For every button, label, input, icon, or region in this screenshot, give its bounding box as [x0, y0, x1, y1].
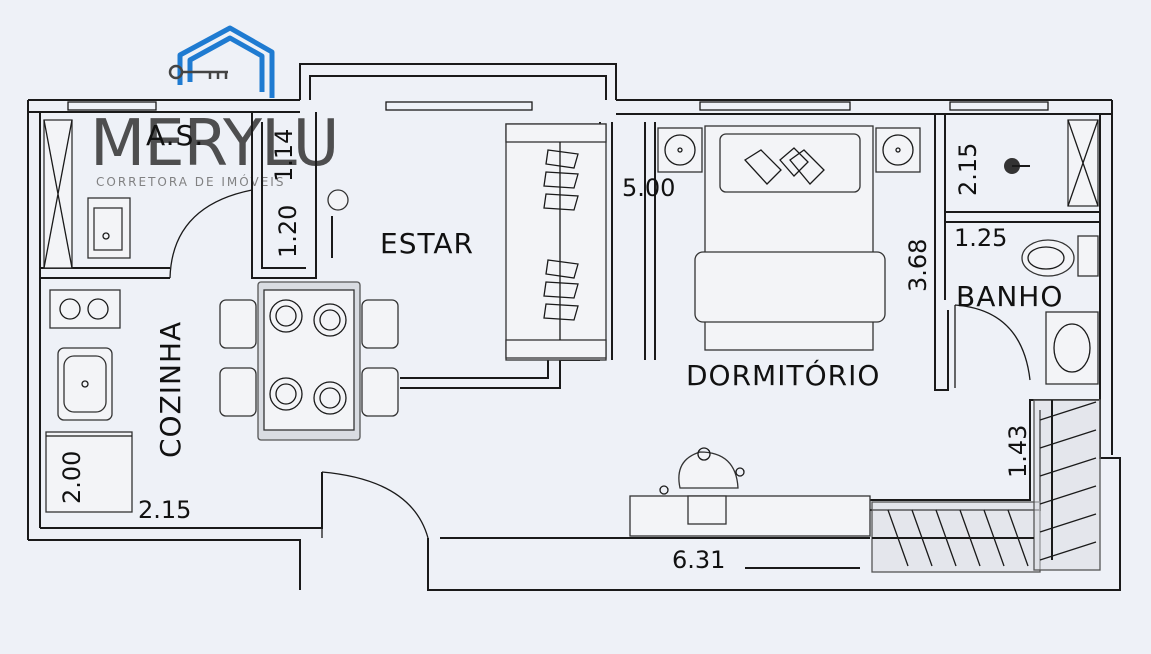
- dim-banho-width: 1.25: [954, 224, 1007, 252]
- desk-lamp: [678, 451, 739, 489]
- top-windows: [67, 101, 1049, 111]
- sofa: [505, 123, 607, 361]
- exterior-walls: [27, 63, 1121, 591]
- dim-estar-width: 5.00: [622, 174, 675, 202]
- room-label-as: A.S.: [146, 119, 204, 152]
- dim-dormitorio-depth: 3.68: [904, 239, 932, 292]
- refrigerator: [45, 431, 133, 513]
- toilet-tank: [1077, 235, 1099, 277]
- dining-table: [219, 281, 399, 441]
- drain-icon: [327, 189, 349, 211]
- key-icon: [168, 64, 228, 80]
- logo-name: MERYLU: [90, 107, 338, 181]
- closet: [871, 399, 1101, 573]
- logo-tagline: CORRETORA DE IMÓVEIS: [96, 174, 285, 189]
- logo-house-icon: [177, 25, 275, 98]
- room-label-estar: ESTAR: [380, 227, 474, 260]
- dim-as-depth: 1.20: [274, 205, 302, 258]
- laundry-area: [43, 119, 349, 269]
- desk-chair: [687, 495, 727, 525]
- doors: [169, 189, 1031, 539]
- room-label-dormitorio: DORMITÓRIO: [686, 358, 880, 392]
- desk: [629, 447, 871, 537]
- dim-hall-depth: 1.43: [1004, 425, 1032, 478]
- logo: MERYLU CORRETORA DE IMÓVEIS: [90, 25, 339, 189]
- cooktop: [49, 289, 121, 329]
- dim-banho-top: 2.15: [954, 143, 982, 196]
- room-label-cozinha: COZINHA: [154, 321, 187, 458]
- bathroom-fixtures: [1004, 119, 1099, 385]
- bed: [657, 125, 921, 351]
- dim-total-width: 6.31: [672, 546, 725, 574]
- dim-cozinha-width: 2.15: [138, 496, 191, 524]
- kitchen: [45, 289, 133, 513]
- dim-cozinha-depth: 2.00: [58, 451, 86, 504]
- room-label-banho: BANHO: [956, 280, 1063, 313]
- toilet: [1021, 239, 1075, 277]
- dim-as-width: 1.14: [270, 129, 298, 182]
- desk-top: [629, 495, 871, 537]
